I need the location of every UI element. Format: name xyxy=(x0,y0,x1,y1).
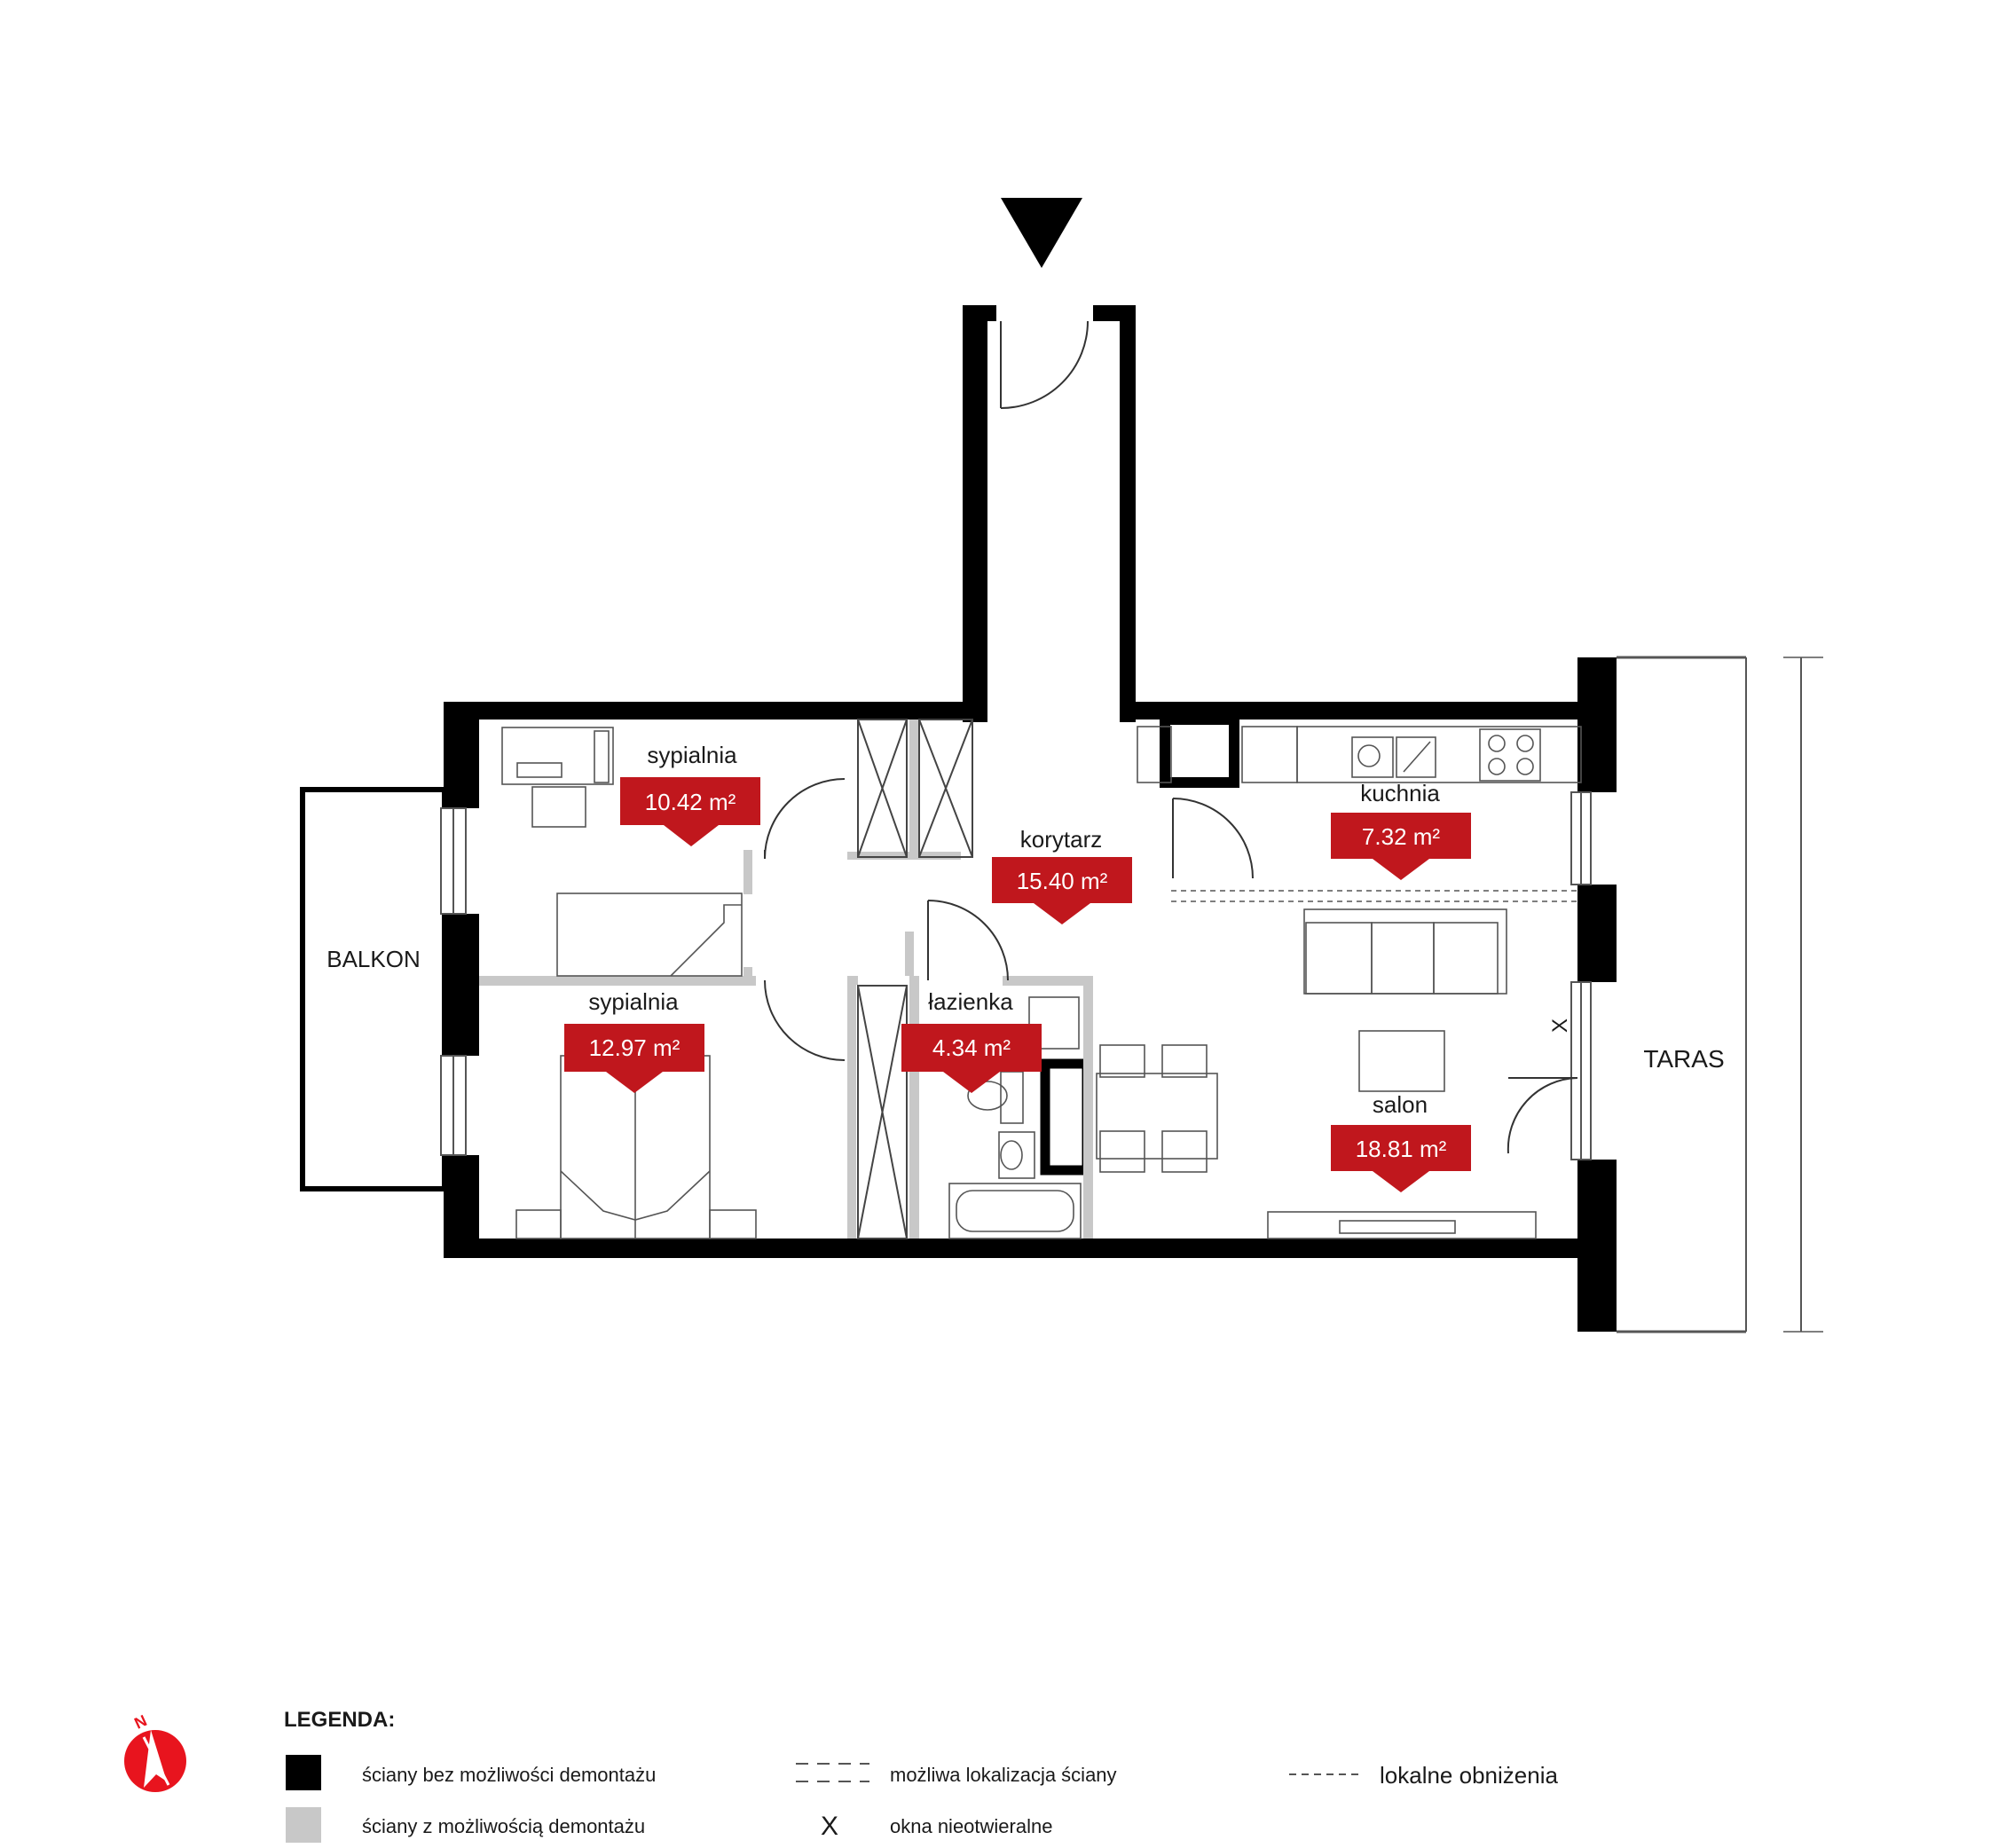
removable-walls xyxy=(479,720,1093,1239)
area-badge-kuchnia: 7.32 m² xyxy=(1331,813,1471,880)
balkon-label: BALKON xyxy=(326,946,421,972)
area-badge-salon: 18.81 m² xyxy=(1331,1125,1471,1192)
windows xyxy=(440,791,1592,1160)
legend-possible-wall: możliwa lokalizacja ściany xyxy=(890,1764,1117,1786)
legend-structural: ściany bez możliwości demontażu xyxy=(362,1764,656,1786)
doors xyxy=(764,320,1578,1154)
legend-removable: ściany z możliwością demontażu xyxy=(362,1815,645,1837)
room-labels: sypialnia sypialnia korytarz łazienka ku… xyxy=(588,742,1440,1118)
area-badges: 10.42 m² 12.97 m² 15.40 m² 4.34 m² 7.32 … xyxy=(564,777,1471,1192)
balcony-outline xyxy=(300,787,447,1191)
wardrobes xyxy=(857,719,973,1239)
legend: LEGENDA: ściany bez możliwości demontażu… xyxy=(284,1708,1558,1843)
entrance-arrow-icon xyxy=(1001,198,1082,268)
area-korytarz: 15.40 m² xyxy=(1017,868,1108,894)
room-name-lazienka: łazienka xyxy=(928,988,1013,1015)
legend-lowered-ceiling: lokalne obniżenia xyxy=(1380,1762,1558,1789)
legend-title: LEGENDA: xyxy=(284,1708,395,1732)
legend-possible-wall-icon xyxy=(796,1763,869,1782)
area-badge-sypialnia-1: 10.42 m² xyxy=(620,777,760,846)
room-name-salon: salon xyxy=(1373,1091,1428,1118)
room-name-sypialnia-1: sypialnia xyxy=(647,742,737,768)
area-sypialnia-1: 10.42 m² xyxy=(645,789,736,815)
taras-label: TARAS xyxy=(1643,1045,1724,1073)
area-badge-lazienka: 4.34 m² xyxy=(901,1024,1042,1093)
structural-walls xyxy=(444,305,1617,1332)
area-salon: 18.81 m² xyxy=(1356,1136,1447,1162)
room-name-kuchnia: kuchnia xyxy=(1360,780,1440,806)
legend-x-symbol: X xyxy=(821,1812,838,1841)
legend-swatch-structural xyxy=(286,1755,321,1790)
area-sypialnia-2: 12.97 m² xyxy=(589,1034,681,1061)
compass-north-label: N xyxy=(131,1711,149,1733)
area-badge-sypialnia-2: 12.97 m² xyxy=(564,1024,704,1093)
area-badge-korytarz: 15.40 m² xyxy=(992,857,1132,924)
legend-swatch-removable xyxy=(286,1807,321,1843)
terrace-outline xyxy=(1617,656,1823,1333)
area-lazienka: 4.34 m² xyxy=(932,1034,1011,1061)
legend-fixed-windows: okna nieotwieralne xyxy=(890,1815,1052,1837)
area-kuchnia: 7.32 m² xyxy=(1362,823,1440,850)
fixed-window-mark: X xyxy=(1548,1018,1572,1033)
room-name-sypialnia-2: sypialnia xyxy=(588,988,679,1015)
compass-icon: N xyxy=(124,1711,186,1792)
room-name-korytarz: korytarz xyxy=(1020,826,1102,853)
